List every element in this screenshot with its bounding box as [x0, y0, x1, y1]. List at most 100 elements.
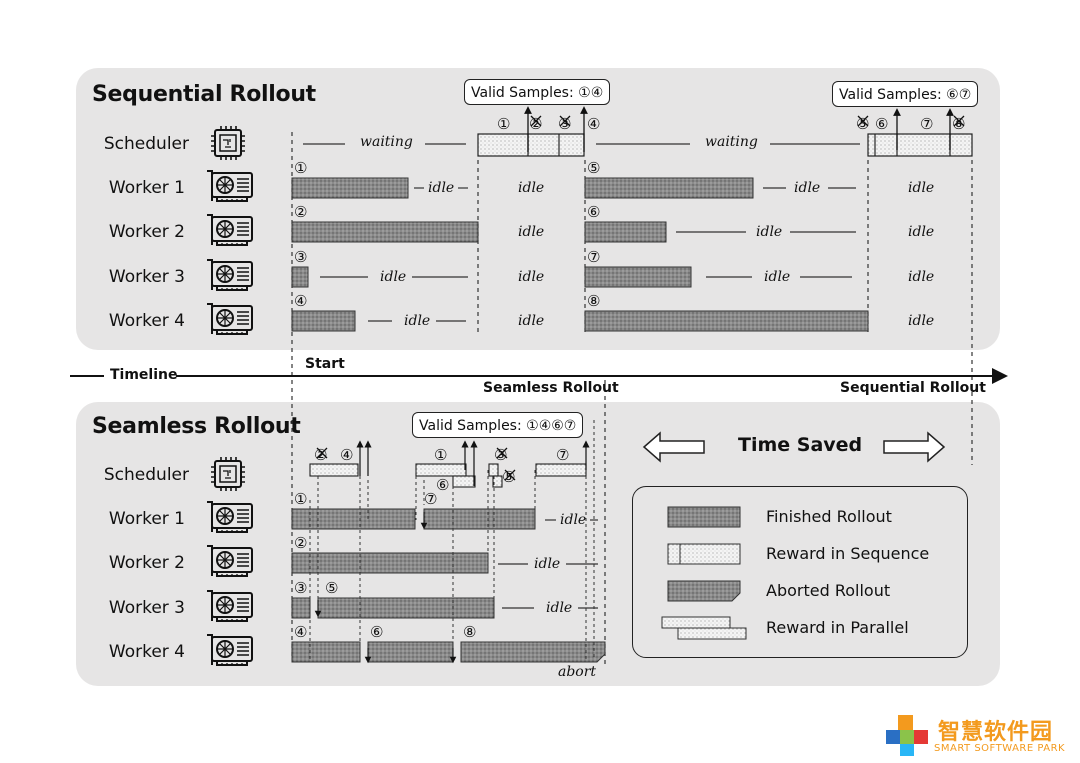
legend-reward-seq-label: Reward in Sequence	[766, 544, 930, 563]
svg-text:①: ①	[294, 490, 307, 508]
legend-aborted-label: Aborted Rollout	[766, 581, 891, 600]
svg-text:⑦: ⑦	[424, 490, 437, 508]
sequential-panel	[76, 68, 1000, 350]
idle-label: idle	[908, 224, 935, 240]
finished-rollout-bar	[291, 597, 311, 619]
reward-parallel-box	[452, 475, 476, 488]
finished-rollout-bar	[584, 310, 869, 332]
gpu-card-icon	[206, 634, 253, 666]
valid-samples-box-3: Valid Samples: ①④⑥⑦	[412, 412, 584, 438]
svg-text:②: ②	[294, 534, 307, 552]
idle-label: idle	[518, 313, 545, 329]
time-saved-label: Time Saved	[738, 434, 863, 456]
svg-text:②: ②	[529, 115, 542, 133]
abort-label: abort	[558, 664, 597, 680]
idle-label: idle	[908, 180, 935, 196]
reward-seq-box	[477, 133, 585, 157]
svg-text:⑤: ⑤	[856, 115, 869, 133]
idle-label: idle	[518, 269, 545, 285]
svg-text:④: ④	[340, 446, 353, 464]
svg-text:⑦: ⑦	[556, 446, 569, 464]
idle-label: idle	[534, 556, 561, 572]
idle-label: idle	[518, 180, 545, 196]
reward-parallel-box	[488, 463, 499, 477]
legend-reward-seq-swatch	[667, 543, 741, 565]
row-label-worker-4-b: Worker 4	[108, 642, 185, 662]
cpu-chip-icon	[210, 125, 246, 161]
svg-text:①: ①	[294, 159, 307, 177]
arrow-left-icon	[642, 431, 705, 463]
svg-text:③: ③	[294, 248, 307, 266]
gpu-card-icon	[206, 590, 253, 622]
svg-text:④: ④	[587, 115, 600, 133]
legend-aborted-swatch	[667, 580, 741, 602]
svg-text:⑧: ⑧	[587, 292, 600, 310]
arrow-right-icon	[883, 431, 946, 463]
svg-text:④: ④	[294, 623, 307, 641]
finished-rollout-bar	[367, 641, 454, 663]
watermark-en: SMART SOFTWARE PARK	[934, 743, 1066, 754]
idle-label: idle	[908, 269, 935, 285]
legend-finished-label: Finished Rollout	[766, 507, 892, 526]
svg-text:①: ①	[434, 446, 447, 464]
seamless-end-label: Seamless Rollout	[483, 380, 619, 396]
seamless-title: Seamless Rollout	[92, 414, 301, 439]
finished-rollout-bar	[423, 508, 536, 530]
svg-text:④: ④	[294, 292, 307, 310]
reward-parallel-box	[309, 463, 359, 477]
svg-text:⑤: ⑤	[325, 579, 338, 597]
finished-rollout-bar	[291, 641, 361, 663]
reward-seq-box	[867, 133, 973, 157]
finished-rollout-bar	[584, 221, 667, 243]
valid-samples-box-2: Valid Samples: ⑥⑦	[832, 81, 979, 107]
row-label-scheduler: Scheduler	[103, 134, 189, 154]
gpu-card-icon	[206, 545, 253, 577]
row-label-worker-4: Worker 4	[108, 311, 185, 331]
row-label-worker-1-b: Worker 1	[108, 509, 185, 529]
idle-label: idle	[380, 269, 407, 285]
finished-rollout-bar	[291, 552, 489, 574]
gpu-card-icon	[206, 170, 253, 202]
sequential-title: Sequential Rollout	[92, 82, 316, 107]
gpu-card-icon	[206, 501, 253, 533]
svg-text:⑥: ⑥	[370, 623, 383, 641]
legend-finished-swatch	[667, 506, 741, 528]
row-label-worker-2-b: Worker 2	[108, 553, 185, 573]
valid-samples-box-1: Valid Samples: ①④	[464, 79, 611, 105]
gpu-card-icon	[206, 259, 253, 291]
svg-text:③: ③	[558, 115, 571, 133]
svg-text:①: ①	[497, 115, 510, 133]
svg-text:③: ③	[294, 579, 307, 597]
idle-label: idle	[756, 224, 783, 240]
watermark-cn: 智慧软件园	[938, 720, 1054, 745]
finished-rollout-bar	[291, 266, 309, 288]
reward-parallel-box	[415, 463, 467, 477]
svg-text:⑥: ⑥	[436, 476, 449, 494]
finished-rollout-bar	[317, 597, 495, 619]
reward-parallel-box	[492, 475, 503, 488]
finished-rollout-bar	[291, 177, 409, 199]
cpu-chip-icon	[210, 456, 246, 492]
gpu-card-icon	[206, 303, 253, 335]
finished-rollout-bar	[584, 177, 754, 199]
svg-text:⑦: ⑦	[587, 248, 600, 266]
idle-label: idle	[794, 180, 821, 196]
svg-text:⑧: ⑧	[463, 623, 476, 641]
row-label-worker-2: Worker 2	[108, 222, 185, 242]
svg-text:⑥: ⑥	[587, 203, 600, 221]
aborted-rollout-bar	[460, 641, 606, 663]
svg-text:⑥: ⑥	[875, 115, 888, 133]
svg-text:⑧: ⑧	[952, 115, 965, 133]
idle-label: idle	[546, 600, 573, 616]
waiting-label: waiting	[705, 134, 758, 150]
logo-icon	[886, 715, 928, 756]
reward-parallel-box	[535, 463, 587, 477]
legend	[632, 486, 968, 658]
gpu-card-icon	[206, 214, 253, 246]
finished-rollout-bar	[291, 310, 356, 332]
idle-label: idle	[404, 313, 431, 329]
seamless-panel	[76, 402, 1000, 686]
waiting-label: waiting	[360, 134, 413, 150]
row-label-worker-3: Worker 3	[108, 267, 185, 287]
